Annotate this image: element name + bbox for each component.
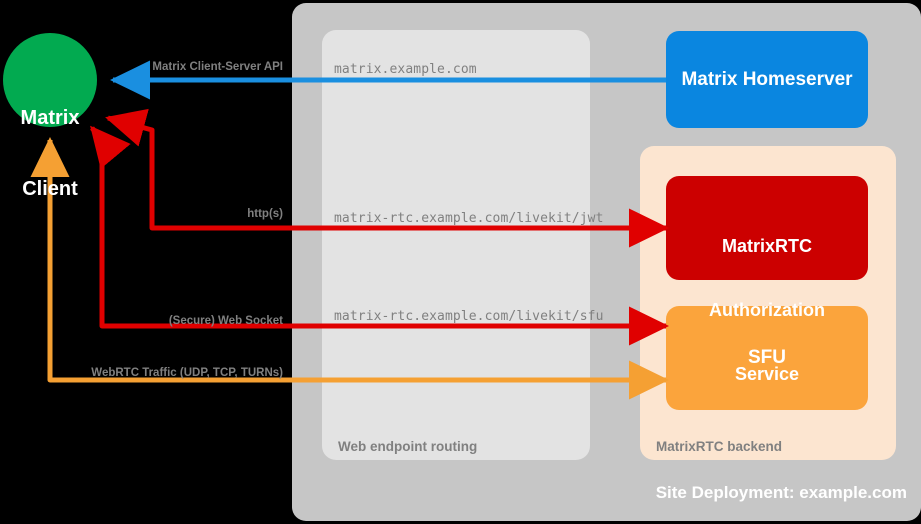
auth-label-line2: Authorization bbox=[709, 300, 825, 321]
web-endpoint-routing-label: Web endpoint routing bbox=[338, 439, 478, 454]
endpoint-livekit-sfu: matrix-rtc.example.com/livekit/sfu bbox=[334, 309, 604, 324]
matrixrtc-authorization-service-label: MatrixRTC Authorization Service bbox=[666, 194, 868, 428]
sfu-shape[interactable] bbox=[666, 306, 868, 410]
flow-matrix-client-server-api-label: Matrix Client-Server API bbox=[152, 61, 283, 73]
endpoint-matrix: matrix.example.com bbox=[334, 62, 477, 77]
matrixrtc-backend-label: MatrixRTC backend bbox=[656, 439, 783, 454]
matrix-homeserver-label: Matrix Homeserver bbox=[681, 69, 853, 90]
connector-https bbox=[105, 108, 666, 231]
flow-secure-web-socket-label: (Secure) Web Socket bbox=[168, 315, 283, 327]
sfu-label: SFU bbox=[748, 347, 786, 368]
auth-label-line3: Service bbox=[734, 363, 800, 384]
flow-webrtc-traffic-label: WebRTC Traffic (UDP, TCP, TURNs) bbox=[91, 367, 283, 379]
auth-label-line1: MatrixRTC bbox=[721, 236, 812, 257]
connector-secure-web-socket bbox=[90, 125, 666, 329]
connector-webrtc-traffic bbox=[30, 137, 666, 383]
matrix-client-label: Matrix Client bbox=[0, 60, 100, 249]
matrix-client-label-line2: Client bbox=[22, 177, 78, 200]
web-endpoint-routing-panel-shape bbox=[322, 30, 590, 460]
matrix-client-label-line1: Matrix bbox=[20, 107, 80, 130]
matrix-client-shape[interactable] bbox=[3, 33, 97, 127]
matrix-homeserver-shape[interactable] bbox=[666, 31, 868, 128]
endpoint-livekit-jwt: matrix-rtc.example.com/livekit/jwt bbox=[334, 211, 604, 226]
site-deployment-label: Site Deployment: example.com bbox=[655, 483, 907, 502]
matrixrtc-authorization-service-shape[interactable] bbox=[666, 176, 868, 280]
flow-https-label: http(s) bbox=[247, 208, 283, 220]
